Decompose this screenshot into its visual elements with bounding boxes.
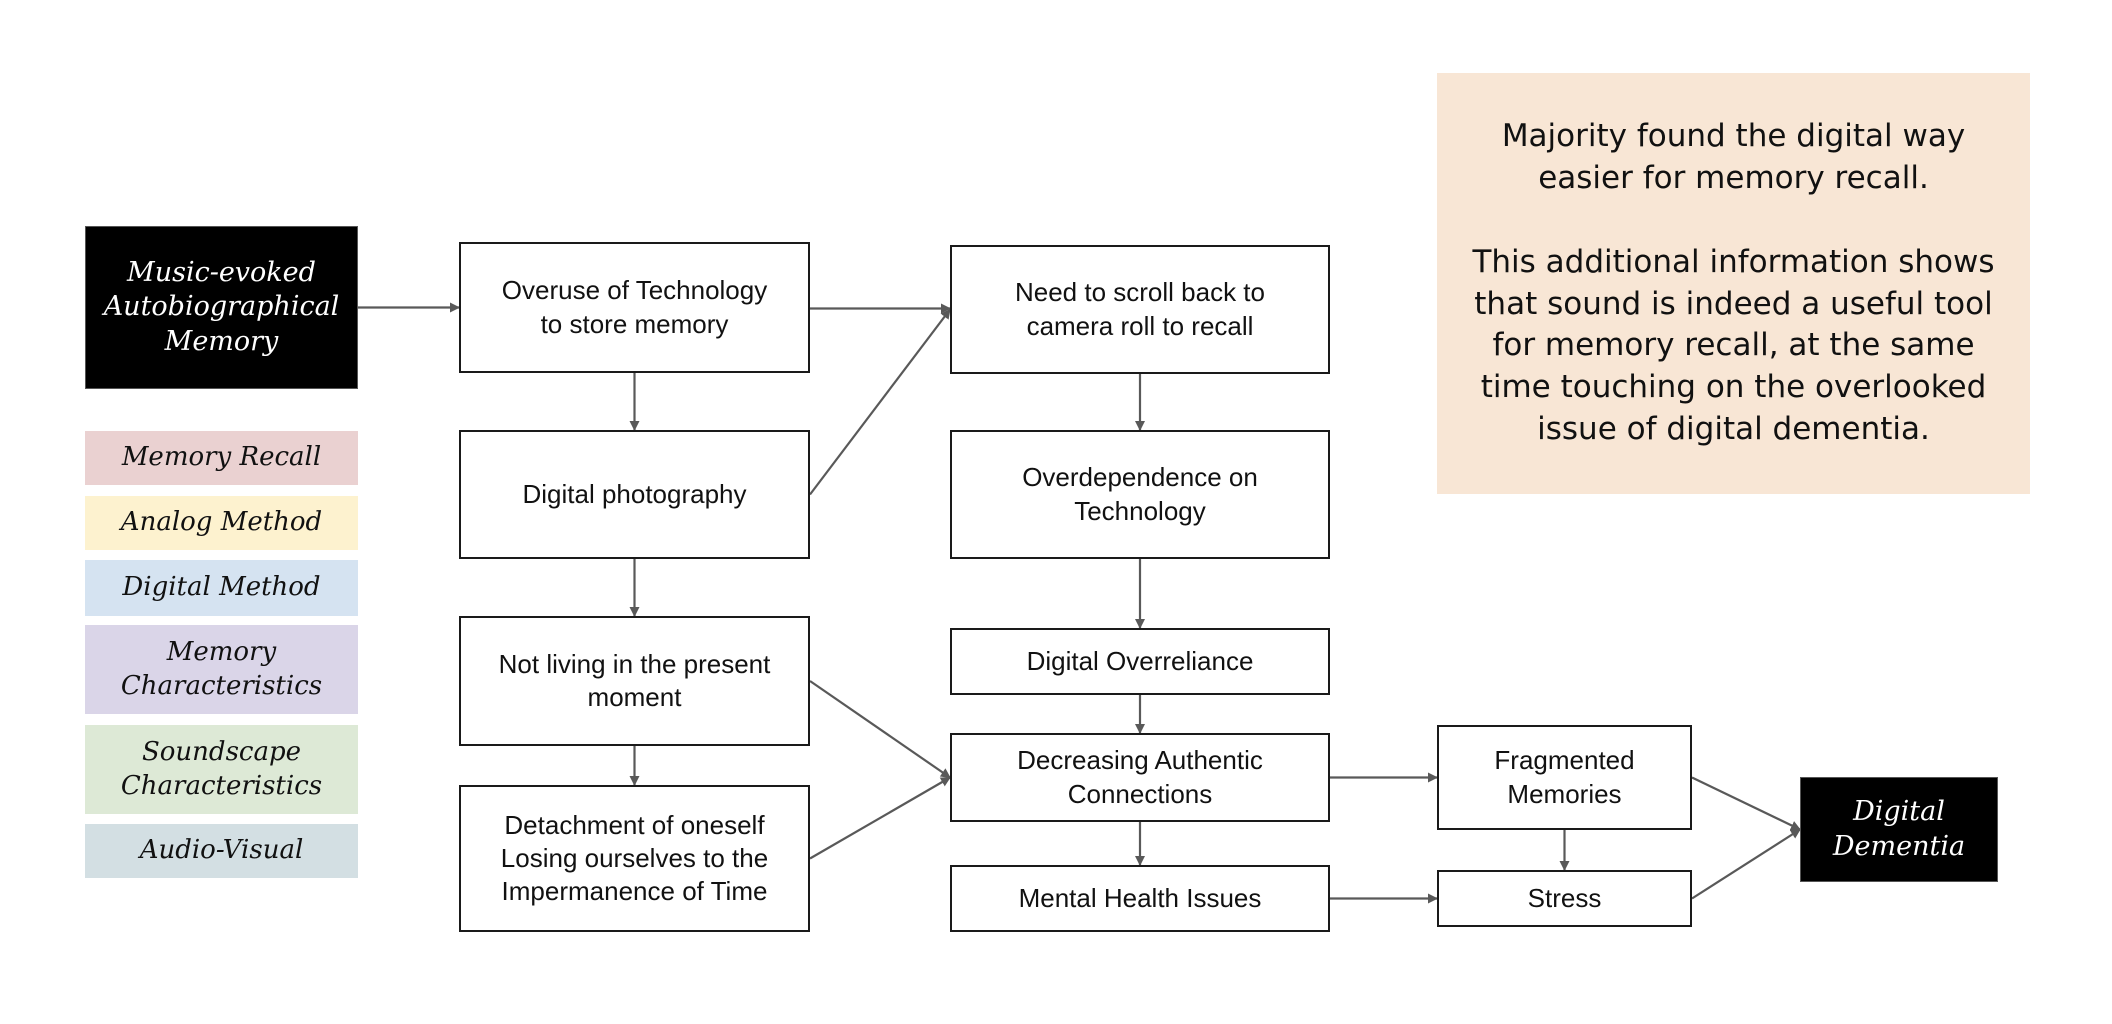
legend-item-digital-method: Digital Method (85, 560, 358, 616)
edge-digital_photography-to-need_scroll (809, 308, 951, 496)
note-paragraph-2: This additional information shows that s… (1472, 243, 1995, 448)
edge-detachment-to-decreasing_connections (809, 776, 951, 860)
outcome-node-digital-dementia[interactable]: Digital Dementia (1800, 777, 1998, 882)
source-node-music-evoked-memory[interactable]: Music-evoked Autobiographical Memory (85, 226, 358, 389)
node-overdependence-on-technology[interactable]: Overdependence on Technology (950, 430, 1330, 559)
legend-item-analog-method: Analog Method (85, 496, 358, 550)
node-stress[interactable]: Stress (1437, 870, 1692, 927)
node-overuse-of-technology[interactable]: Overuse of Technology to store memory (459, 242, 810, 373)
node-fragmented-memories[interactable]: Fragmented Memories (1437, 725, 1692, 830)
legend-item-memory-characteristics: Memory Characteristics (85, 625, 358, 714)
edge-not_living-to-decreasing_connections (809, 680, 951, 779)
node-need-to-scroll-back[interactable]: Need to scroll back to camera roll to re… (950, 245, 1330, 374)
note-paragraph-1: Majority found the digital way easier fo… (1501, 118, 1966, 196)
summary-note: Majority found the digital way easier fo… (1437, 73, 2030, 494)
edge-stress-to-dementia (1691, 828, 1801, 900)
legend-item-audio-visual: Audio-Visual (85, 824, 358, 878)
node-detachment-of-oneself[interactable]: Detachment of oneself Losing ourselves t… (459, 785, 810, 932)
node-not-living-in-present[interactable]: Not living in the present moment (459, 616, 810, 746)
node-mental-health-issues[interactable]: Mental Health Issues (950, 865, 1330, 932)
legend-item-soundscape-characteristics: Soundscape Characteristics (85, 725, 358, 814)
legend-item-memory-recall: Memory Recall (85, 431, 358, 485)
node-digital-photography[interactable]: Digital photography (459, 430, 810, 559)
node-digital-overreliance[interactable]: Digital Overreliance (950, 628, 1330, 695)
node-decreasing-authentic-connections[interactable]: Decreasing Authentic Connections (950, 733, 1330, 822)
edge-fragmented_memories-to-dementia (1691, 776, 1801, 831)
